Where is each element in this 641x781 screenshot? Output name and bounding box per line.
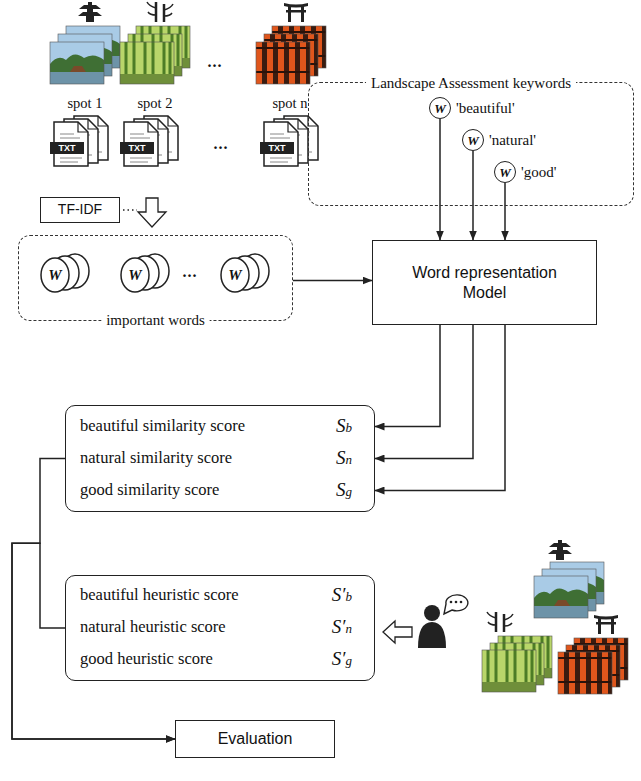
- word-glyph: W: [228, 267, 241, 284]
- connector: [439, 119, 441, 240]
- document-band: [120, 142, 154, 154]
- word-icon-stack: [41, 254, 269, 292]
- bubble-dot: [460, 601, 463, 604]
- score-box: beautiful similarity score Sb natural simi…: [65, 405, 375, 512]
- connector: [375, 325, 473, 459]
- photo: [558, 652, 612, 694]
- connector: [472, 151, 474, 240]
- word-icon: [221, 258, 249, 292]
- bubble-dot: [455, 601, 458, 604]
- keyword-label: 'natural': [489, 132, 536, 149]
- score-symbol: S′b: [332, 580, 352, 612]
- score-label: good heuristic score: [80, 644, 322, 676]
- hollow-arrow: [138, 198, 166, 227]
- word-glyph: W: [499, 166, 511, 179]
- box-label: Word representation Model: [397, 263, 572, 303]
- keyword-label: 'beautiful': [456, 100, 515, 117]
- spot-label: spot 2: [137, 95, 172, 112]
- document-band: [260, 142, 294, 154]
- connector: [293, 280, 372, 282]
- torii-icon: [594, 615, 618, 634]
- score-symbol: Sb: [336, 411, 352, 443]
- person-body: [418, 622, 446, 648]
- photo: [482, 650, 536, 692]
- region-title: Landscape Assessment keywords: [366, 74, 576, 92]
- file-type-label: TXT: [269, 143, 286, 153]
- pagoda-icon: [78, 2, 102, 22]
- score-label: beautiful similarity score: [80, 411, 326, 443]
- word-glyph: W: [467, 134, 479, 147]
- file-type-label: TXT: [129, 143, 146, 153]
- box-label: Evaluation: [218, 729, 293, 749]
- spot-label: spot n: [272, 95, 307, 112]
- score-symbol: S′g: [332, 644, 352, 676]
- box-label: TF-IDF: [58, 201, 102, 219]
- dotted-line: [123, 209, 137, 211]
- word-glyph: W: [48, 267, 61, 284]
- model-box: Word representation Model: [372, 240, 597, 325]
- process-box: Evaluation: [175, 720, 335, 758]
- word-icon: [41, 258, 69, 292]
- keyword-icon: W'good': [494, 161, 516, 183]
- score-symbol: Sn: [336, 443, 352, 475]
- hollow-arrow: [383, 621, 412, 643]
- score-label: natural heuristic score: [80, 612, 322, 644]
- photo: [256, 42, 310, 84]
- bamboo-icon: [487, 612, 513, 632]
- bubble-dot: [450, 601, 453, 604]
- file-type-label: TXT: [59, 143, 76, 153]
- keyword-label: 'good': [521, 164, 556, 181]
- score-label: natural similarity score: [80, 443, 326, 475]
- connector: [504, 183, 506, 240]
- document-band: [50, 142, 84, 154]
- ellipsis: ...: [183, 263, 198, 281]
- pagoda-icon: [548, 540, 572, 560]
- torii-icon: [284, 3, 308, 22]
- bamboo-icon: [147, 2, 173, 22]
- keyword-icon: W'beautiful': [429, 97, 451, 119]
- ellipsis: ...: [214, 135, 229, 153]
- photo: [534, 576, 588, 618]
- word-glyph: W: [128, 267, 141, 284]
- connector: [375, 325, 440, 427]
- person-head: [424, 605, 440, 621]
- score-box: beautiful heuristic score S′b natural heur…: [65, 575, 375, 681]
- connector: [375, 325, 505, 491]
- word-icon: [121, 258, 149, 292]
- region-title: important words: [101, 311, 210, 329]
- word-glyph: W: [434, 102, 446, 115]
- keyword-region: W'beautiful'W'natural'W'good'Landscape A…: [308, 82, 634, 206]
- score-label: beautiful heuristic score: [80, 580, 322, 612]
- keyword-icon: W'natural': [462, 129, 484, 151]
- process-box: TF-IDF: [40, 197, 120, 223]
- score-symbol: S′n: [332, 612, 352, 644]
- photo: [120, 42, 174, 84]
- score-symbol: Sg: [336, 475, 352, 507]
- score-label: good similarity score: [80, 475, 326, 507]
- speech-bubble: [444, 595, 468, 614]
- ellipsis: ...: [208, 53, 223, 71]
- photo: [50, 42, 104, 84]
- spot-label: spot 1: [67, 95, 102, 112]
